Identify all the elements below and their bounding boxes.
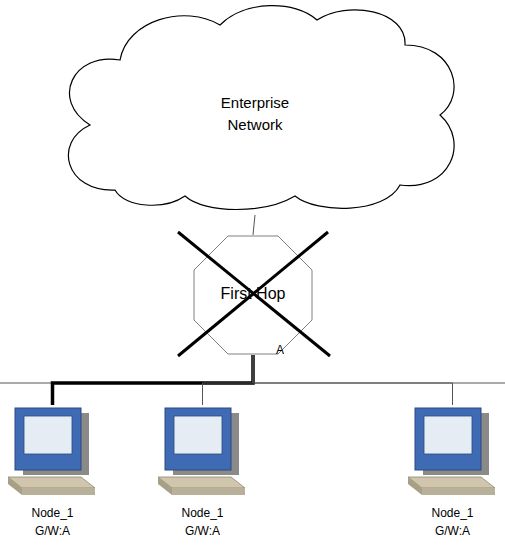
host-node: Node_1G/W:A: [155, 405, 250, 545]
node-label: Enterprise Network: [200, 92, 310, 136]
computer-base-front: [172, 488, 245, 495]
network-link: [53, 355, 254, 405]
node-label: First Hop: [198, 284, 308, 304]
host-node: Node_1G/W:A: [5, 405, 100, 545]
monitor-frame: [165, 408, 231, 470]
failure-cross: [178, 232, 330, 356]
host-label: Node_1: [155, 504, 250, 522]
monitor-screen: [174, 416, 222, 454]
failure-cross: [178, 232, 328, 356]
router-node: First Hop: [193, 235, 313, 355]
network-link: [203, 355, 254, 405]
cloud-shape: [68, 6, 454, 210]
monitor-screen: [424, 416, 472, 454]
host-label: Node_1: [5, 504, 100, 522]
computer-base-side: [8, 477, 22, 495]
network-cloud: Enterprise Network: [45, 0, 465, 215]
computer-icon: [8, 408, 95, 495]
computer-base: [8, 477, 95, 488]
network-link: [253, 215, 255, 235]
network-link: [253, 355, 453, 405]
host-label: G/W:A: [5, 522, 100, 540]
computer-base-side: [408, 477, 422, 495]
computer-base-front: [22, 488, 95, 495]
monitor-screen: [24, 416, 72, 454]
interface-label: A: [276, 343, 284, 357]
computer-base-front: [422, 488, 495, 495]
computer-base-side: [158, 477, 172, 495]
router-octagon: [194, 236, 312, 354]
computer-base: [408, 477, 495, 488]
host-node: Node_1G/W:A: [405, 405, 500, 545]
host-label: G/W:A: [155, 522, 250, 540]
computer-icon: [408, 408, 495, 495]
computer-base: [158, 477, 245, 488]
host-label: Node_1: [405, 504, 500, 522]
computer-icon: [158, 408, 245, 495]
monitor-frame: [15, 408, 81, 470]
monitor-frame: [415, 408, 481, 470]
host-label: G/W:A: [405, 522, 500, 540]
